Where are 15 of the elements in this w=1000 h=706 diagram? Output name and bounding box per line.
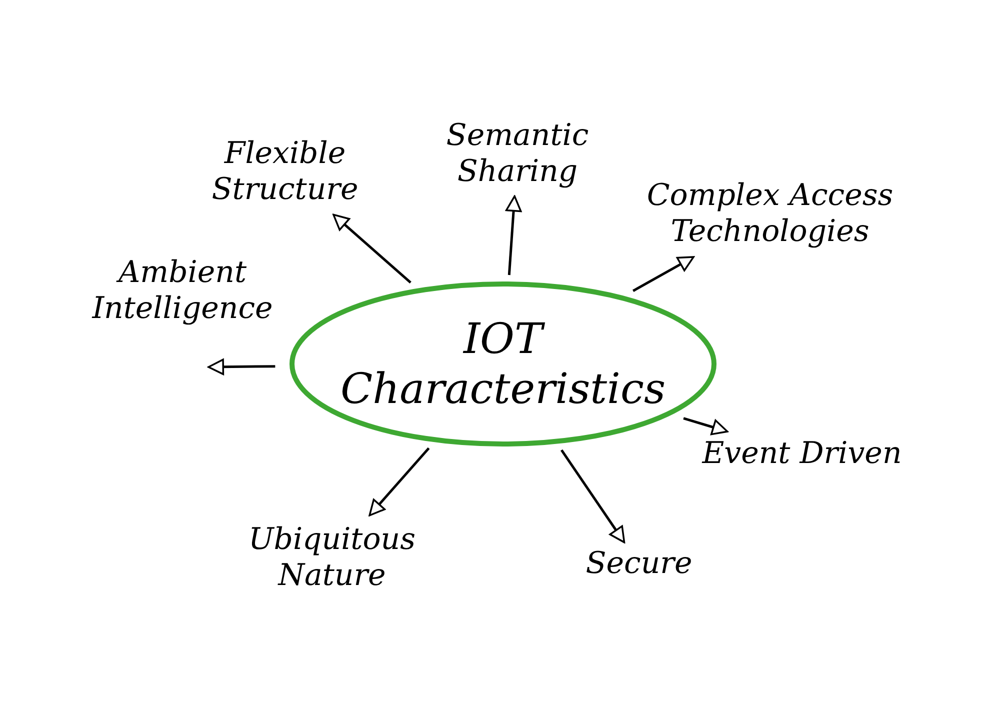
node-label: Ubiquitous Nature [247, 522, 417, 594]
arrow [560, 449, 626, 544]
arrow [505, 195, 522, 276]
arrow [332, 214, 412, 284]
node-label: Secure [586, 546, 692, 582]
arrow [368, 447, 430, 516]
arrow [208, 358, 276, 376]
node-label: Semantic Sharing [445, 118, 590, 190]
node-label: IOT Characteristics [339, 314, 667, 414]
node-label: Complex Access Technologies [646, 178, 894, 250]
node-label: Event Driven [702, 436, 902, 472]
arrow [632, 256, 694, 292]
node-label: Ambient Intelligence [90, 255, 274, 327]
node-label: Flexible Structure [210, 136, 360, 208]
arrow [683, 417, 728, 436]
